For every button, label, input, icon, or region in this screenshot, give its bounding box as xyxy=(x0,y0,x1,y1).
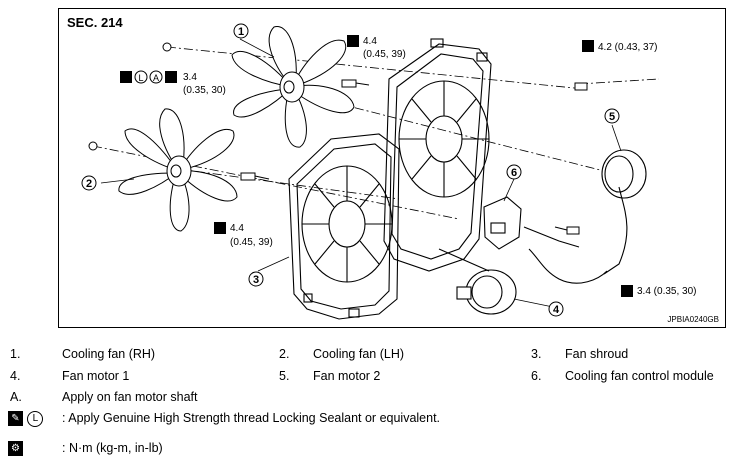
legend-label: Fan shroud xyxy=(565,347,629,361)
legend-label: Fan motor 2 xyxy=(313,369,381,383)
svg-text:3.4: 3.4 xyxy=(183,72,197,83)
cooling-fan-lh xyxy=(118,108,238,232)
torque-units-note: : N·m (kg-m, in-lb) xyxy=(62,441,163,455)
torque-wrench-icon xyxy=(582,40,594,52)
sealant-note: : Apply Genuine High Strength thread Loc… xyxy=(62,411,441,425)
figure-code: JPBIA0240GB xyxy=(667,315,719,324)
leader-lines xyxy=(100,38,622,308)
svg-text:(0.35, 30): (0.35, 30) xyxy=(183,85,226,96)
svg-text:4.2 (0.43, 37): 4.2 (0.43, 37) xyxy=(598,42,657,53)
legend-label: Cooling fan (RH) xyxy=(62,347,156,361)
bolt xyxy=(574,82,588,91)
svg-text:5: 5 xyxy=(609,111,615,123)
legend-number: 2. xyxy=(279,347,290,361)
callout-5: 5 xyxy=(604,108,620,124)
torque-wrench-icon xyxy=(347,35,359,47)
svg-text:(0.45, 39): (0.45, 39) xyxy=(363,49,406,60)
fan-motor-2 xyxy=(601,149,647,275)
callouts: 1 2 3 4 5 6 xyxy=(81,23,620,317)
svg-text:1: 1 xyxy=(238,26,244,38)
wire-harness xyxy=(438,226,608,284)
fan-motor-1 xyxy=(456,269,517,315)
callout-2: 2 xyxy=(81,175,97,191)
torque-spec-5: 3.4 (0.35, 30) xyxy=(621,285,696,297)
fan-shroud-rh xyxy=(383,38,492,272)
torque-spec-3: L A 3.4 (0.35, 30) xyxy=(120,70,226,96)
callout-1: 1 xyxy=(233,23,249,39)
callout-3: 3 xyxy=(248,271,264,287)
lock-icon: L xyxy=(27,410,44,427)
bolt xyxy=(341,79,370,88)
sealant-icon: ✎ xyxy=(8,411,23,427)
note-a-letter: A. xyxy=(10,390,22,404)
legend-label: Cooling fan (LH) xyxy=(313,347,405,361)
svg-text:L: L xyxy=(138,73,143,83)
torque-spec-1: 4.4 (0.45, 39) xyxy=(347,35,406,60)
svg-text:2: 2 xyxy=(86,178,92,190)
exploded-view-drawing: SEC. 214 xyxy=(67,15,719,324)
callout-4: 4 xyxy=(548,301,564,317)
nut xyxy=(88,141,98,151)
apply-icon xyxy=(149,70,163,84)
legend-number: 5. xyxy=(279,369,290,383)
legend-number: 4. xyxy=(10,369,21,383)
legend-label: Cooling fan control module xyxy=(565,369,714,383)
nut xyxy=(162,42,172,52)
cooling-fan-rh xyxy=(231,26,355,148)
cooling-fan-control-module xyxy=(483,196,522,250)
torque-icon-legend: ⚙ xyxy=(8,440,23,458)
torque-wrench-icon xyxy=(621,285,633,297)
torque-wrench-icon xyxy=(165,71,177,83)
torque-spec-4: 4.4 (0.45, 39) xyxy=(214,222,273,248)
bolts xyxy=(88,42,588,235)
svg-text:6: 6 xyxy=(511,167,517,179)
torque-specs: 4.4 (0.45, 39) 4.2 (0.43, 37) L A 3.4 (0… xyxy=(120,35,696,297)
callout-6: 6 xyxy=(506,164,522,180)
svg-text:(0.45, 39): (0.45, 39) xyxy=(230,237,273,248)
torque-spec-2: 4.2 (0.43, 37) xyxy=(582,40,657,53)
sealant-icon xyxy=(120,71,132,83)
svg-text:4.4: 4.4 xyxy=(363,36,377,47)
torque-wrench-icon xyxy=(214,222,226,234)
torque-wrench-icon: ⚙ xyxy=(8,441,23,457)
bolt xyxy=(554,226,580,235)
legend-label: Fan motor 1 xyxy=(62,369,130,383)
svg-text:4.4: 4.4 xyxy=(230,223,244,234)
diagram-frame: SEC. 214 xyxy=(58,8,726,328)
lock-icon xyxy=(134,70,148,84)
legend-number: 6. xyxy=(531,369,542,383)
svg-text:A: A xyxy=(153,73,159,83)
bolt xyxy=(240,172,270,181)
svg-text:3.4 (0.35, 30): 3.4 (0.35, 30) xyxy=(637,286,696,297)
legend-number: 3. xyxy=(531,347,542,361)
svg-text:4: 4 xyxy=(553,304,560,316)
svg-text:3: 3 xyxy=(253,274,259,286)
legend-number: 1. xyxy=(10,347,21,361)
fan-shroud-lh xyxy=(288,133,400,320)
section-title: SEC. 214 xyxy=(67,15,123,30)
note-a-text: Apply on fan motor shaft xyxy=(62,390,198,404)
sealant-icons: ✎ L xyxy=(8,410,44,428)
